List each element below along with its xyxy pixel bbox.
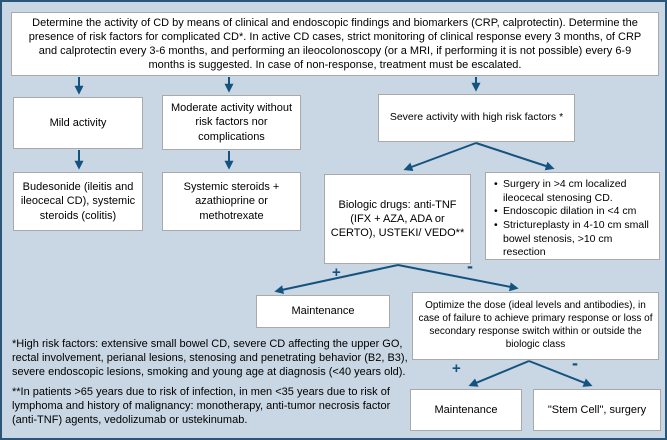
label-plus-optimize-branch: + <box>452 360 461 377</box>
node-biologic-drugs: Biologic drugs: anti-TNF (IFX + AZA, ADA… <box>324 174 471 264</box>
node-maintenance-1: Maintenance <box>256 295 390 328</box>
arrow-optimize-to-stem-cell <box>528 360 593 387</box>
node-mild-activity: Mild activity <box>13 97 143 149</box>
label-plus-biologic-branch: + <box>332 264 341 281</box>
arrow-biologic-to-optimize <box>397 264 519 292</box>
node-systemic-steroids: Systemic steroids + azathioprine or meth… <box>162 172 301 231</box>
arrow-severe-to-surgery <box>475 142 555 171</box>
surgery-option-item: Surgery in >4 cm localized ileocecal ste… <box>492 178 655 205</box>
surgery-option-item: Strictureplasty in 4-10 cm small bowel s… <box>492 219 655 260</box>
node-stem-cell-surgery: "Stem Cell", surgery <box>533 389 661 431</box>
node-optimize-dose: Optimize the dose (ideal levels and anti… <box>412 292 659 360</box>
arrow-severe-to-biologic <box>403 142 477 172</box>
node-severe-activity: Severe activity with high risk factors * <box>378 94 575 142</box>
surgery-options-list: Surgery in >4 cm localized ileocecal ste… <box>492 178 655 260</box>
node-moderate-activity: Moderate activity without risk factors n… <box>162 95 301 150</box>
node-budesonide: Budesonide (ileitis and ileocecal CD), s… <box>13 172 143 231</box>
label-minus-biologic-branch: - <box>467 256 473 276</box>
footnote-patient-risk: **In patients >65 years due to risk of i… <box>12 386 391 426</box>
arrow-optimize-to-maintenance <box>468 360 530 387</box>
footnote-high-risk-factors: *High risk factors: extensive small bowe… <box>12 338 408 378</box>
node-root: Determine the activity of CD by means of… <box>11 12 659 76</box>
label-minus-optimize-branch: - <box>572 353 578 373</box>
node-maintenance-2: Maintenance <box>410 389 522 431</box>
node-surgery-options: Surgery in >4 cm localized ileocecal ste… <box>485 172 660 260</box>
surgery-option-item: Endoscopic dilation in <4 cm <box>492 205 655 219</box>
